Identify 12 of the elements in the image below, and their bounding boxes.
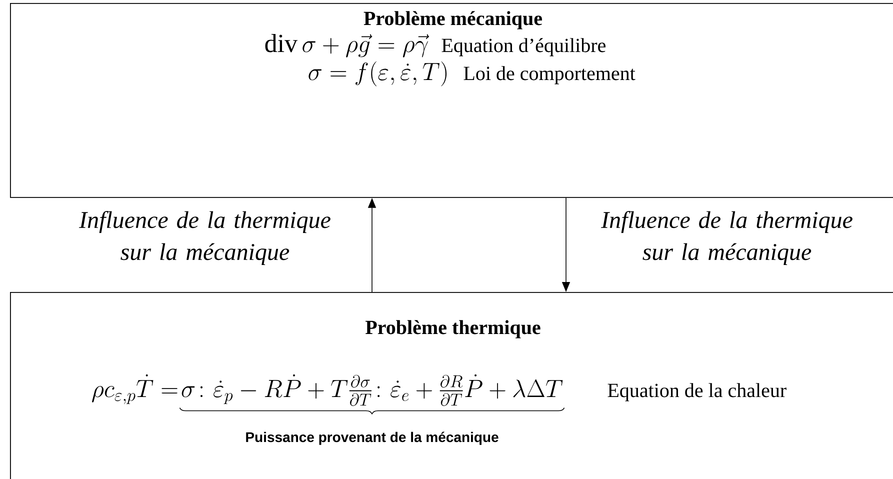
formula: $\mathrm{div}\,\sigma+\rho\vec{g}=\rho\vec{\gamma}$ xyxy=(265,34,430,58)
formula-caption: Loi de comportement xyxy=(464,66,636,84)
heading: Problème mécanique xyxy=(364,11,542,30)
formula-caption: Equation de la chaleur xyxy=(608,383,786,402)
formula-caption: Equation d’équilibre xyxy=(442,38,606,56)
formula: $\sigma=f(\varepsilon,\dot{\varepsilon},T)$ xyxy=(308,61,447,86)
formula: $\rho c_{\varepsilon,p}\dot{T}=$ xyxy=(92,374,178,404)
formula: $\sigma\colon\dot{\varepsilon}_p-R\dot{P}+T\frac{\partial\sigma}{\partial T}\colon\dot{\varepsilon}_e+\frac{\partial R}{\partial T}\dot{P}+\lambda\Delta T$ xyxy=(182,374,563,406)
edge-label: Influence de la thermique sur la mécanique xyxy=(78,211,330,265)
heading: Problème thermique xyxy=(366,320,540,338)
brace-label: Puissance provenant de la mécanique xyxy=(246,432,498,445)
edge-label: Influence de la thermique sur la mécanique xyxy=(600,211,852,265)
